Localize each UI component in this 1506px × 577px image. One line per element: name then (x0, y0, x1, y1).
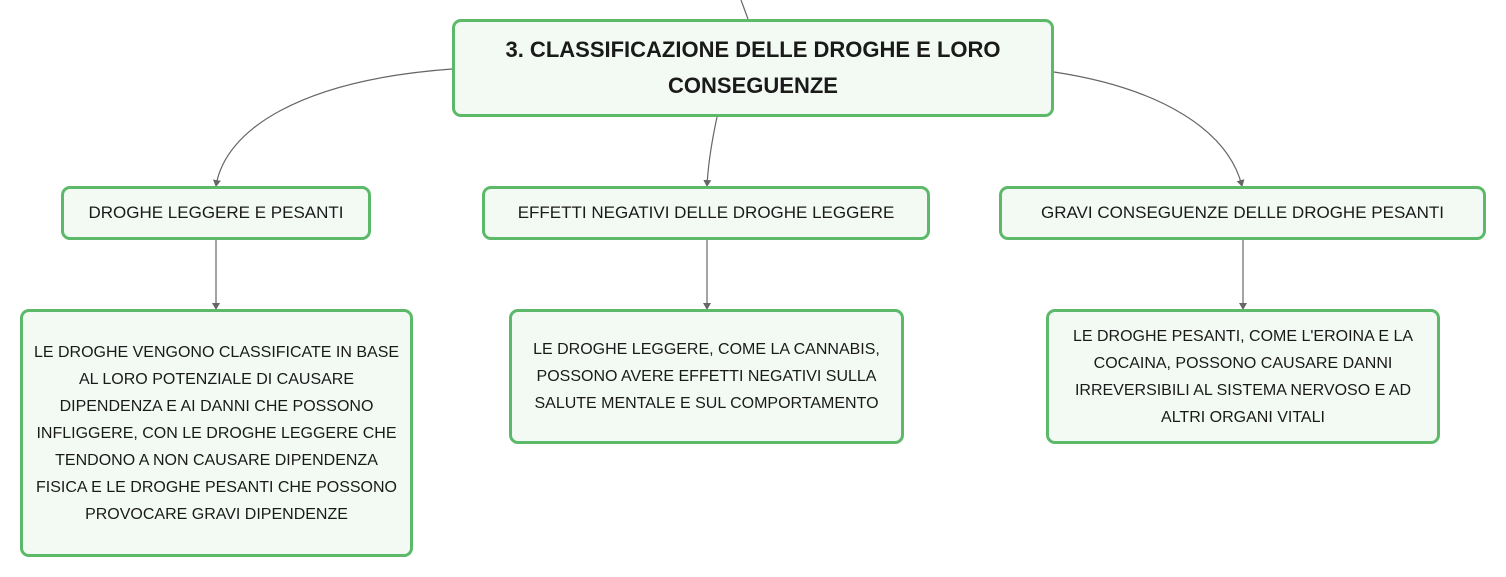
branch-node-gravi-conseguenze[interactable]: GRAVI CONSEGUENZE DELLE DROGHE PESANTI (999, 186, 1486, 240)
branch-label: DROGHE LEGGERE E PESANTI (88, 203, 344, 222)
detail-text: LE DROGHE LEGGERE, COME LA CANNABIS, POS… (533, 341, 880, 412)
branch-node-effetti-negativi[interactable]: EFFETTI NEGATIVI DELLE DROGHE LEGGERE (482, 186, 930, 240)
connector-root-to-branch-1 (213, 68, 453, 187)
detail-node-droghe-leggere[interactable]: LE DROGHE LEGGERE, COME LA CANNABIS, POS… (509, 309, 904, 444)
branch-label: EFFETTI NEGATIVI DELLE DROGHE LEGGERE (517, 203, 895, 222)
detail-text: LE DROGHE VENGONO CLASSIFICATE IN BASE A… (33, 343, 400, 523)
detail-node-classificazione[interactable]: LE DROGHE VENGONO CLASSIFICATE IN BASE A… (20, 309, 413, 557)
branch-label: GRAVI CONSEGUENZE DELLE DROGHE PESANTI (1040, 203, 1445, 222)
connector-parent (740, 0, 749, 20)
root-node[interactable]: 3. CLASSIFICAZIONE DELLE DROGHE E LORO C… (452, 19, 1054, 117)
root-title: 3. CLASSIFICAZIONE DELLE DROGHE E LORO C… (505, 37, 1001, 98)
connector-root-to-branch-2 (703, 116, 718, 187)
detail-text: LE DROGHE PESANTI, COME L'EROINA E LA CO… (1072, 327, 1414, 426)
branch-node-droghe-leggere-e-pesanti[interactable]: DROGHE LEGGERE E PESANTI (61, 186, 371, 240)
detail-node-droghe-pesanti[interactable]: LE DROGHE PESANTI, COME L'EROINA E LA CO… (1046, 309, 1440, 444)
connector-root-to-branch-3 (1053, 71, 1245, 187)
